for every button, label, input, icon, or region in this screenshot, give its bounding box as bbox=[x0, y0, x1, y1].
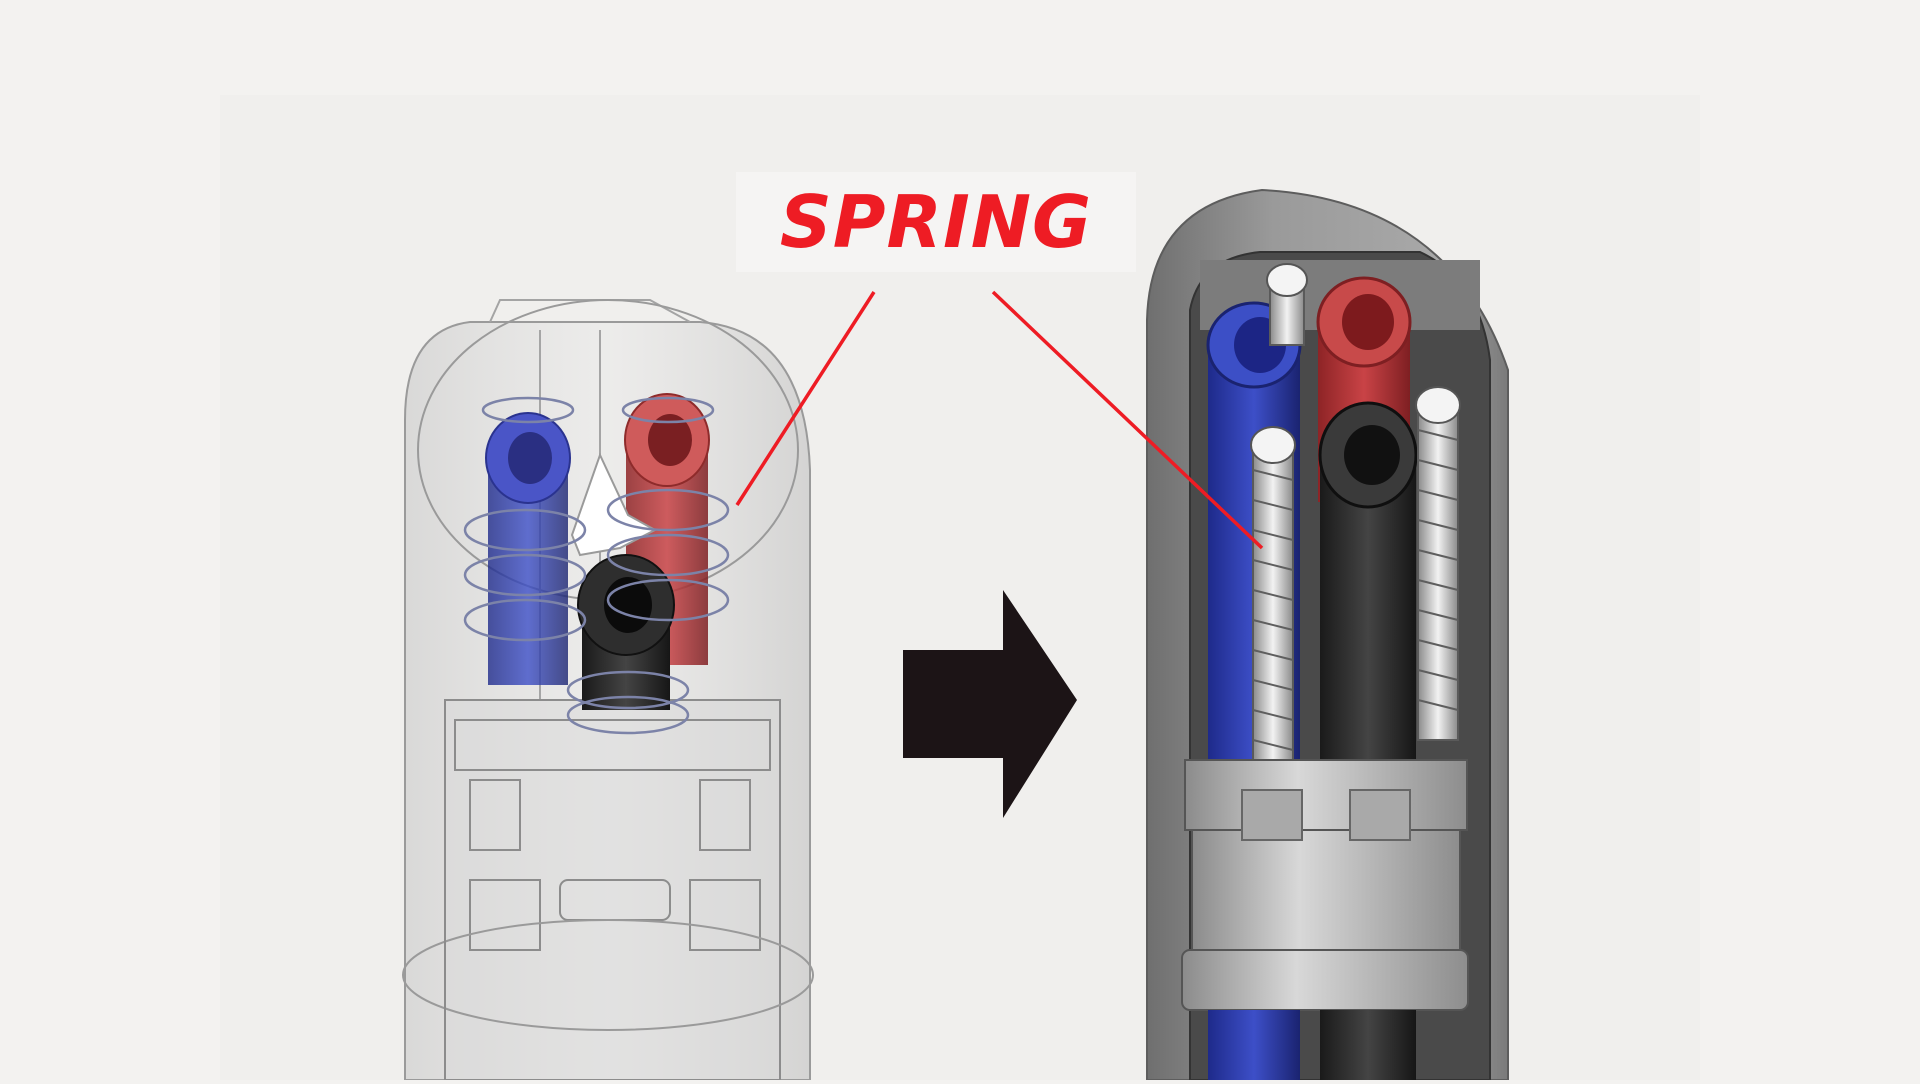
left-springs bbox=[463, 396, 730, 735]
after-panel bbox=[1146, 188, 1509, 1081]
inner-mechanism bbox=[444, 699, 781, 1081]
black-tube bbox=[577, 554, 675, 710]
callout-line-left bbox=[735, 291, 876, 506]
blue-tube bbox=[485, 412, 571, 685]
collar bbox=[1181, 759, 1469, 1011]
callout-lines bbox=[735, 290, 1264, 550]
spring-callout-label: SPRING bbox=[736, 172, 1136, 272]
transform-arrow bbox=[903, 590, 1077, 818]
before-panel bbox=[402, 299, 814, 1081]
callout-line-right bbox=[991, 290, 1264, 550]
right-springs bbox=[1250, 263, 1461, 771]
